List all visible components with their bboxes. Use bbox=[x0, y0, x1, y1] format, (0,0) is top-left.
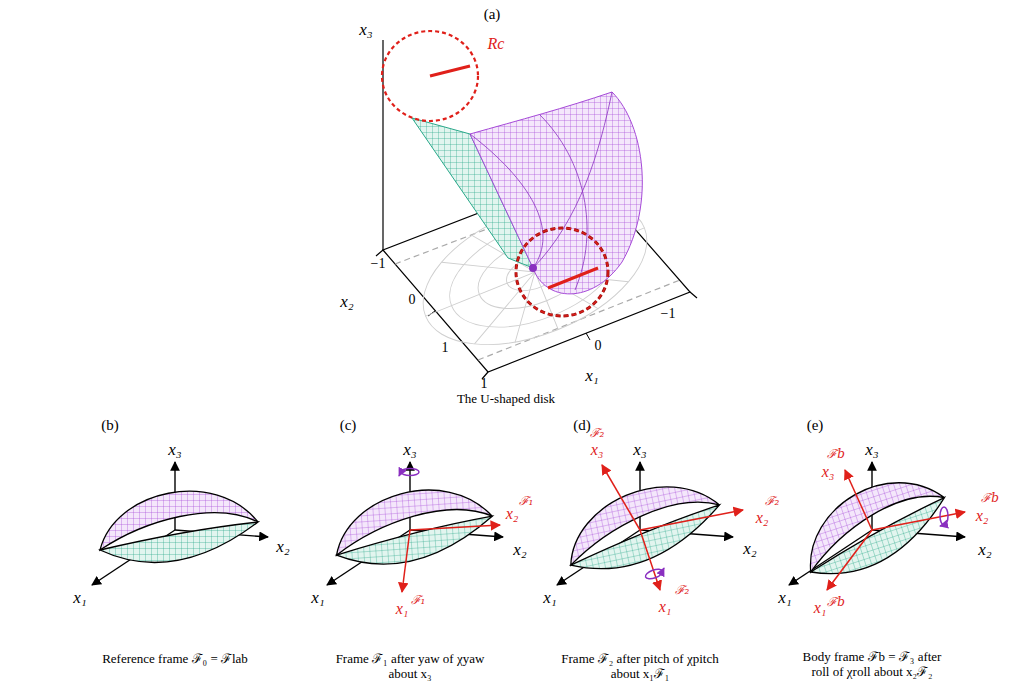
tick-label: −1 bbox=[371, 256, 386, 271]
panel-d-plot bbox=[557, 462, 743, 590]
panel-caption: The U-shaped disk bbox=[356, 392, 656, 407]
axis-label: x₁ bbox=[543, 589, 556, 608]
axis-label: x₂ bbox=[743, 540, 756, 559]
axis-label: x₂ bbox=[978, 541, 991, 560]
frame-superscript: ℱb bbox=[827, 596, 845, 609]
frame-axis-label: x₂ bbox=[756, 509, 769, 527]
frame-superscript: ℱ₂ bbox=[765, 495, 780, 508]
frame-axis-label: x₂ bbox=[976, 507, 989, 525]
panel-c-plot bbox=[327, 462, 503, 592]
tick-label: 1 bbox=[481, 376, 488, 391]
panel-label: (b) bbox=[101, 417, 119, 434]
axis-label: x₁ bbox=[311, 589, 324, 608]
axis-label: x₃ bbox=[865, 441, 878, 460]
panel-a-plot bbox=[376, 31, 697, 379]
panel-caption: Frame ℱ₂ after pitch of χpitch about x₁ℱ… bbox=[553, 652, 728, 681]
axis-label: x₃ bbox=[359, 21, 372, 40]
tick-label: 0 bbox=[409, 292, 416, 307]
frame-superscript: ℱb bbox=[827, 448, 845, 461]
frame-axis-label: x₁ bbox=[396, 600, 409, 618]
axis-label: x₂ bbox=[340, 293, 353, 312]
axis-label: x₃ bbox=[168, 441, 181, 460]
axis-label: x₁ bbox=[585, 367, 598, 386]
axis-label: x₃ bbox=[633, 441, 646, 460]
panel-caption: Reference frame ℱ₀ = ℱlab bbox=[60, 652, 290, 667]
frame-superscript: ℱ₁ bbox=[411, 594, 426, 607]
panel-label: (a) bbox=[484, 6, 501, 23]
frame-axis-label: x₃ bbox=[591, 441, 604, 459]
frame-axis-label: Rc bbox=[488, 35, 505, 53]
frame-superscript: ℱ₂ bbox=[675, 584, 690, 597]
frame-axis-label: x₂ bbox=[506, 505, 519, 523]
frame-superscript: ℱ₂ bbox=[590, 427, 605, 440]
panel-label: (e) bbox=[807, 417, 824, 434]
panel-e-plot bbox=[789, 462, 965, 590]
frame-superscript: ℱb bbox=[981, 492, 999, 505]
panel-b-plot bbox=[92, 462, 268, 585]
tick-label: 1 bbox=[442, 340, 449, 355]
axis-label: x₂ bbox=[513, 541, 526, 560]
panel-label: (d) bbox=[573, 417, 591, 434]
frame-axis-label: x₁ bbox=[659, 598, 672, 616]
axis-label: x₃ bbox=[403, 441, 416, 460]
panel-label: (c) bbox=[340, 417, 357, 434]
frame-superscript: ℱ₁ bbox=[519, 495, 534, 508]
axis-label: x₁ bbox=[778, 589, 791, 608]
frame-axis-label: x₃ bbox=[822, 463, 835, 481]
panel-caption: Body frame ℱb = ℱ₃ after roll of χroll a… bbox=[802, 650, 942, 679]
axis-label: x₁ bbox=[73, 589, 86, 608]
panel-caption: Frame ℱ₁ after yaw of χyaw about x₃ bbox=[330, 652, 490, 681]
frame-axis-label: x₁ bbox=[814, 599, 827, 617]
tick-label: 0 bbox=[595, 338, 602, 353]
axis-label: x₂ bbox=[276, 538, 289, 557]
tick-label: −1 bbox=[661, 306, 676, 321]
